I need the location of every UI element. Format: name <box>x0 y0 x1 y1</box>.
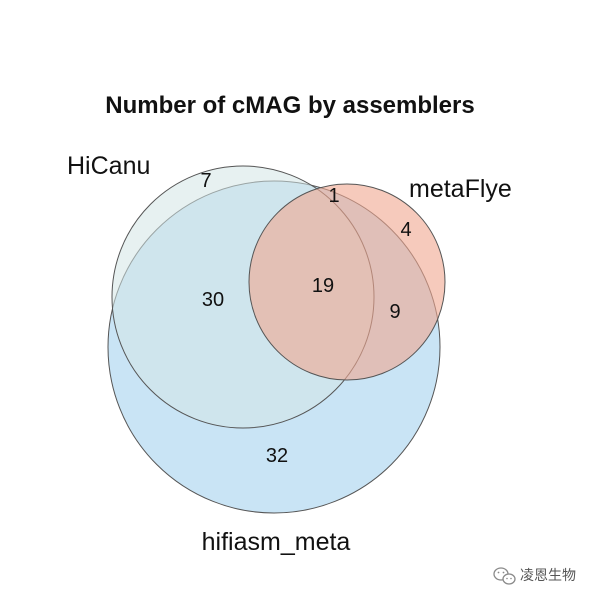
wechat-icon <box>493 567 516 585</box>
count-hicanu-hifiasm: 30 <box>202 289 224 311</box>
set-circle-metaflye <box>248 183 446 381</box>
count-all-three: 19 <box>312 275 334 297</box>
diagram-title: Number of cMAG by assemblers <box>105 92 474 119</box>
set-label-metaflye: metaFlye <box>409 175 512 203</box>
count-hicanu-metaflye: 1 <box>328 185 339 207</box>
set-label-hifiasm-meta: hifiasm_meta <box>202 528 351 556</box>
watermark-text: 凌恩生物 <box>520 567 576 583</box>
count-hicanu-only: 7 <box>200 170 211 192</box>
count-metaflye-hifiasm: 9 <box>389 301 400 323</box>
count-metaflye-only: 4 <box>400 219 411 241</box>
count-hifiasm-only: 32 <box>266 445 288 467</box>
set-label-hicanu: HiCanu <box>67 152 150 180</box>
watermark: 凌恩生物 <box>493 567 576 585</box>
